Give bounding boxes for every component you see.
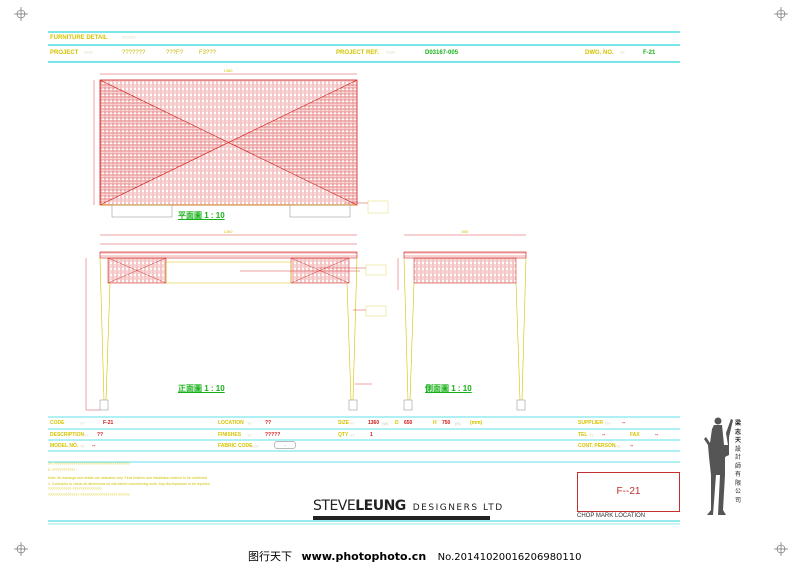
size-q: ?? bbox=[350, 421, 355, 426]
contact-value: -- bbox=[630, 443, 634, 449]
code-q: ?? bbox=[80, 421, 85, 426]
furniture-detail-label: FURNITURE DETAIL bbox=[50, 35, 108, 41]
location-value: ?? bbox=[265, 420, 272, 426]
project-ref-value: D03167-005 bbox=[425, 50, 459, 56]
description-label: DESCRIPTION bbox=[50, 432, 85, 438]
furniture-detail-value: ?????? bbox=[122, 35, 136, 40]
code-label: CODE bbox=[50, 420, 65, 426]
notes-block: ??: ????????????????????????????????????… bbox=[48, 462, 348, 498]
code-value: F-21 bbox=[103, 420, 114, 426]
plan-width-dim: 1360 bbox=[224, 68, 234, 73]
finishes-value: ????? bbox=[265, 432, 281, 438]
model-value: -- bbox=[92, 443, 96, 449]
project-label: PROJECT bbox=[50, 50, 79, 56]
project-ref-q: ???? bbox=[386, 50, 395, 55]
front-view-label: 正面圖 1 : 10 bbox=[178, 384, 225, 393]
location-label: LOCATION bbox=[218, 420, 244, 426]
project-value-3: ???F? bbox=[166, 50, 184, 56]
size-h-label: H bbox=[433, 420, 437, 426]
size-h: 750 bbox=[442, 420, 451, 426]
note-line-4: 1. Contractor to check all dimensions on… bbox=[48, 481, 210, 486]
chop-mark-code: F--21 bbox=[616, 486, 641, 497]
model-q: ?? bbox=[80, 444, 85, 449]
logo-char-7: 限 bbox=[734, 479, 741, 487]
fabric-value: -- bbox=[274, 441, 296, 449]
qty-value: 1 bbox=[370, 432, 373, 438]
brand-name-rest: DESIGNERS LTD bbox=[412, 503, 504, 513]
supplier-q: ??? bbox=[604, 421, 611, 426]
fabric-label: FABRIC CODE bbox=[218, 443, 253, 449]
logo-char-2: 天 bbox=[734, 437, 741, 444]
fax-value: -- bbox=[655, 432, 659, 438]
size-mm: (mm) bbox=[470, 420, 483, 426]
project-value-4: F3??? bbox=[199, 50, 217, 56]
size-d: 650 bbox=[404, 420, 413, 426]
chop-mark-caption: CHOP MARK LOCATION bbox=[577, 513, 646, 519]
qty-q: ?? bbox=[350, 433, 355, 438]
project-value-2: ??????? bbox=[122, 50, 146, 56]
finishes-label: FINISHES bbox=[218, 432, 242, 438]
qty-label: QTY bbox=[338, 432, 349, 438]
brand-logo: STEVELEUNG DESIGNERS LTD bbox=[313, 498, 504, 514]
supplier-label: SUPPLIER bbox=[578, 420, 604, 426]
logo-char-1: 志 bbox=[734, 428, 741, 436]
size-label: SIZE bbox=[338, 420, 350, 426]
tel-value: -- bbox=[602, 432, 606, 438]
tel-label: TEL bbox=[578, 432, 588, 438]
logo-char-5: 師 bbox=[734, 462, 741, 470]
size-w-unit: (W) bbox=[382, 421, 389, 426]
side-width-dim: 650 bbox=[462, 229, 469, 234]
contact-label: CONT. PERSON bbox=[578, 443, 616, 449]
logo-char-0: 梁 bbox=[734, 420, 741, 427]
chop-mark-box: F--21 bbox=[577, 472, 680, 512]
supplier-value: -- bbox=[622, 420, 626, 426]
plan-view-label: 平面圖 1 : 10 bbox=[178, 211, 225, 220]
brand-name-light: STEVE bbox=[313, 498, 356, 514]
dwg-no-value: F-21 bbox=[643, 50, 656, 56]
company-chinese-logo: 梁 志 天 設 計 師 有 限 公 司 bbox=[732, 420, 744, 505]
dwg-no-q: ?? bbox=[620, 50, 625, 55]
logo-char-8: 公 bbox=[734, 488, 741, 495]
front-width-dim: 1360 bbox=[224, 229, 234, 234]
description-q: ?? bbox=[84, 433, 89, 438]
watermark-site: 图行天下 bbox=[248, 550, 292, 563]
fax-label: FAX bbox=[630, 432, 640, 438]
project-value-1: ???? bbox=[84, 50, 93, 55]
note-line-1: ??: ????????????????????????????????????… bbox=[48, 462, 130, 466]
size-d-label: D bbox=[395, 420, 399, 426]
fabric-q: ???? bbox=[250, 444, 259, 449]
logo-char-6: 有 bbox=[734, 471, 741, 478]
logo-char-3: 設 bbox=[734, 445, 741, 453]
brand-name-bold: LEUNG bbox=[355, 498, 406, 514]
contact-q: ??? bbox=[614, 444, 621, 449]
tel-q: ?? bbox=[589, 433, 594, 438]
modulor-figure-icon bbox=[704, 417, 733, 515]
note-line-3: Note: All drawings and details are indic… bbox=[48, 476, 208, 480]
model-label: MODEL NO. bbox=[50, 443, 79, 449]
size-h-unit: (H) bbox=[455, 421, 461, 426]
size-w: 1360 bbox=[368, 420, 380, 426]
description-value: ?? bbox=[97, 432, 104, 438]
watermark: 图行天下 www.photophoto.cn No.20141020016206… bbox=[248, 548, 582, 564]
dwg-no-label: DWG. NO. bbox=[585, 50, 614, 56]
project-ref-label: PROJECT REF. bbox=[336, 50, 380, 56]
logo-char-4: 計 bbox=[734, 454, 741, 461]
brand-underline bbox=[313, 516, 490, 520]
location-q: ?? bbox=[247, 421, 252, 426]
side-view-label: 側面圖 1 : 10 bbox=[425, 384, 472, 393]
watermark-url: www.photophoto.cn bbox=[301, 550, 427, 563]
watermark-id: No.20141020016206980110 bbox=[437, 552, 582, 563]
note-line-6: ???????????????? ??????????????????? ???… bbox=[48, 492, 130, 497]
note-line-2: 2. ???????????? bbox=[48, 467, 76, 472]
logo-char-9: 司 bbox=[734, 496, 741, 504]
finishes-q: ?? bbox=[247, 433, 252, 438]
note-line-5: ???????????? ??????????????? bbox=[48, 487, 102, 491]
